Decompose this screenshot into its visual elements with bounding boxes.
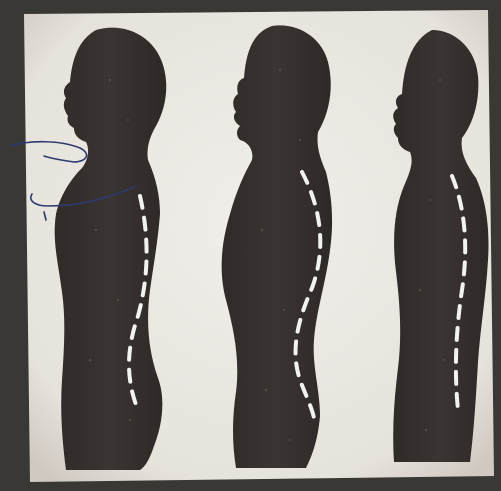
figure-middle-silhouette [222, 25, 332, 468]
figure-right-silhouette [393, 30, 488, 462]
figure-left-silhouette [55, 28, 167, 470]
